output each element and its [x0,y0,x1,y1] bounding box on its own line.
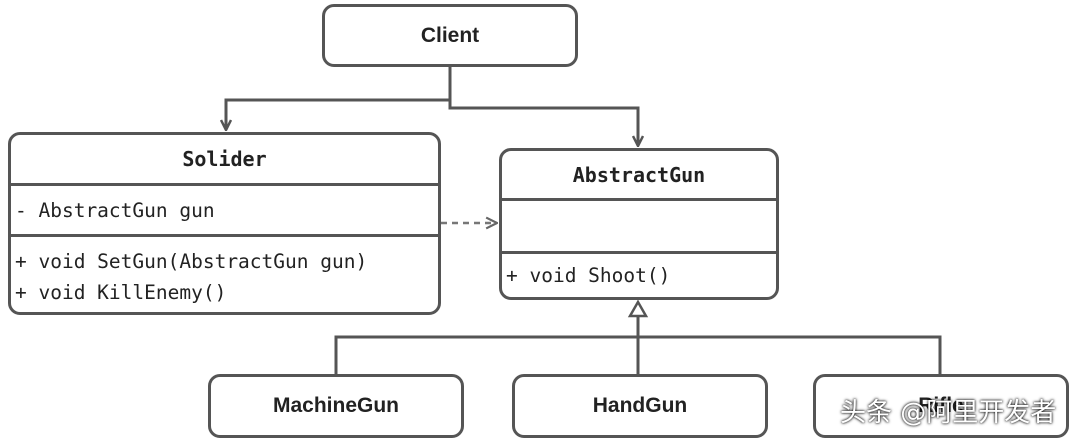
solider-class-name: Solider [182,147,267,171]
machinegun-box: MachineGun [208,374,464,438]
solider-methods-section: + void SetGun(AbstractGun gun) + void Ki… [11,237,438,308]
inheritance-lines [334,316,942,376]
solider-class-box: Solider - AbstractGun gun + void SetGun(… [8,132,441,315]
client-abstractgun-association [448,100,638,146]
abstractgun-class-box: AbstractGun + void Shoot() [499,148,779,300]
inheritance-triangle [627,299,649,318]
abstractgun-class-name: AbstractGun [572,162,706,187]
abstractgun-class-name-section: AbstractGun [502,151,776,201]
abstractgun-attributes-section [502,201,776,254]
machinegun-label: MachineGun [272,394,399,417]
watermark-text: 头条 @阿里开发者 [840,397,1057,428]
solider-method: + void KillEnemy() [15,281,227,304]
abstractgun-methods-section: + void Shoot() [502,254,776,291]
client-solider-association [226,66,452,130]
handgun-label: HandGun [592,394,688,417]
solider-attribute: - AbstractGun gun [15,199,215,222]
solider-class-name-section: Solider [11,135,438,186]
client-box: Client [322,4,578,67]
solider-attributes-section: - AbstractGun gun [11,186,438,237]
abstractgun-method: + void Shoot() [506,264,671,287]
rifle-box: Rifle [813,374,1069,438]
solider-method: + void SetGun(AbstractGun gun) [15,250,368,273]
handgun-box: HandGun [512,374,768,438]
client-label: Client [420,23,480,47]
rifle-label: Rifle [918,394,964,417]
